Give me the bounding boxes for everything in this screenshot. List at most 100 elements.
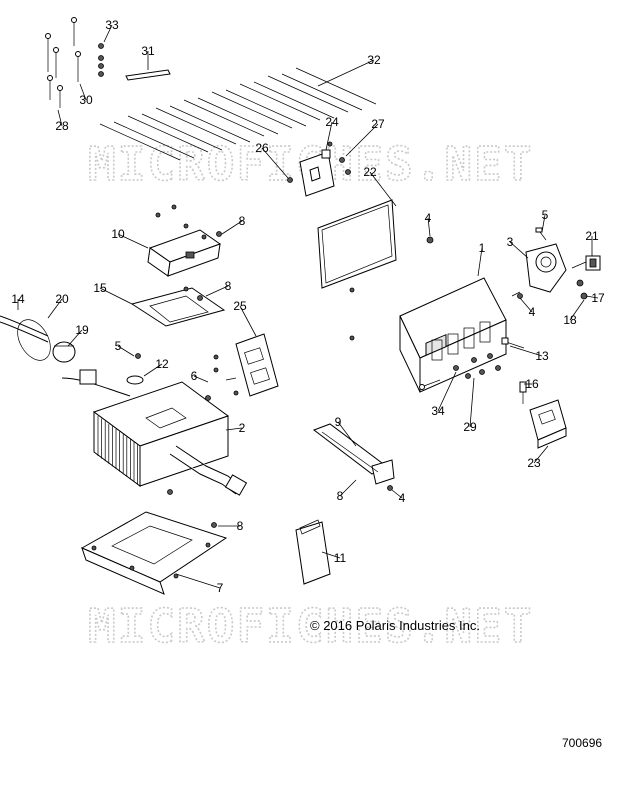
- nut-set-icon: [98, 43, 104, 77]
- callout-label: 15: [93, 281, 107, 295]
- leader-line: [585, 295, 599, 299]
- watermark-bottom: MICROFICHES.NET: [88, 599, 533, 653]
- callout-label: 17: [591, 291, 605, 305]
- harness-15-icon: [0, 315, 76, 363]
- module-11-icon: [147, 204, 222, 277]
- callout-label: 21: [585, 229, 599, 243]
- leader-line: [67, 329, 83, 347]
- callout-label: 4: [529, 305, 536, 319]
- base-plate-icon: [80, 511, 228, 595]
- leader-line: [57, 109, 63, 127]
- leader-line: [321, 551, 341, 559]
- hardware-14-30-35-icon: [419, 337, 525, 390]
- cover-12-icon: [295, 519, 331, 585]
- leader-line: [569, 299, 585, 321]
- leader-line: [221, 220, 243, 235]
- leader-line: [469, 377, 475, 428]
- leader-line: [205, 285, 229, 297]
- callout-label: 33: [105, 18, 119, 32]
- callout-label: 1: [479, 241, 486, 255]
- grommet-13-icon: [126, 375, 144, 385]
- callout-label: 34: [431, 404, 445, 418]
- mounting-bracket-icon: [287, 141, 351, 197]
- callout-label: 6: [191, 369, 198, 383]
- callout-label: 4: [399, 491, 406, 505]
- leader-line: [427, 217, 431, 237]
- leader-line: [325, 121, 333, 151]
- leader-line: [509, 345, 543, 357]
- leader-line: [261, 147, 289, 179]
- callout-label: 19: [75, 323, 89, 337]
- controller-module-icon: [399, 277, 507, 393]
- callout-label: 8: [225, 279, 232, 293]
- callout-label: 14: [11, 292, 25, 306]
- copyright-text: © 2016 Polaris Industries Inc.: [310, 618, 480, 633]
- leader-line: [239, 305, 257, 337]
- leader-line: [175, 573, 221, 589]
- leader-line: [345, 123, 379, 157]
- callout-label: 31: [141, 44, 155, 58]
- leader-line: [337, 421, 357, 447]
- cable-ties-icon: [99, 67, 377, 161]
- connector-22-icon: [571, 255, 601, 271]
- callout-label: 32: [367, 53, 381, 67]
- leader-line: [143, 363, 163, 377]
- leader-line: [437, 371, 457, 412]
- tie-bar-icon: [125, 69, 171, 81]
- screw-5-icon: [135, 353, 141, 359]
- leader-line: [477, 247, 483, 277]
- callout-label: 8: [337, 489, 344, 503]
- fitting-17-icon: [519, 381, 527, 404]
- bolt-set-icon: [45, 17, 81, 108]
- nuts-18-19-icon: [576, 279, 588, 300]
- callout-label: 5: [542, 208, 549, 222]
- callout-label: 18: [563, 313, 577, 327]
- callout-label: 9: [335, 415, 342, 429]
- callout-label: 5: [115, 339, 122, 353]
- bracket-arm-icon: [312, 423, 395, 491]
- cover-plate-icon: [317, 199, 397, 289]
- washer-icon-2: [349, 335, 355, 341]
- fuse-block-icon: [529, 399, 567, 449]
- callout-label: 8: [239, 214, 246, 228]
- small-screw-icon: [535, 227, 547, 241]
- leader-line: [509, 241, 529, 259]
- callout-label: 13: [535, 349, 549, 363]
- callout-label: 16: [525, 377, 539, 391]
- callout-label: 12: [155, 357, 169, 371]
- callout-label: 26: [255, 141, 269, 155]
- callout-label: 25: [233, 299, 247, 313]
- diagram-code: 700696: [562, 736, 602, 750]
- callout-label: 4: [425, 211, 432, 225]
- callout-label: 27: [371, 117, 385, 131]
- callout-label: 23: [527, 456, 541, 470]
- callout-label: 3: [507, 235, 514, 249]
- screw-icon: [426, 236, 434, 244]
- leader-line: [391, 489, 403, 499]
- leader-line: [519, 297, 533, 313]
- screw-icon-2: [517, 293, 523, 299]
- callout-label: 30: [79, 93, 93, 107]
- washer-icon: [349, 287, 355, 293]
- charger-unit-icon: [61, 369, 248, 496]
- callout-label: 22: [363, 165, 377, 179]
- callout-label: 11: [334, 551, 347, 565]
- leader-line: [117, 233, 149, 249]
- leader-line: [541, 214, 546, 233]
- connector-housing-icon: [213, 333, 279, 397]
- callout-label: 10: [111, 227, 125, 241]
- callout-label: 8: [237, 519, 244, 533]
- leader-line: [339, 479, 357, 497]
- leader-line: [369, 171, 397, 207]
- leader-line: [117, 345, 135, 357]
- leader-line: [193, 375, 209, 383]
- leader-line: [225, 427, 243, 431]
- leader-line: [47, 298, 63, 319]
- callout-label: 2: [239, 421, 246, 435]
- leader-line: [103, 24, 113, 43]
- callout-label: 20: [55, 292, 69, 306]
- callout-group: 1234445567888891011121314151617181920212…: [11, 18, 605, 595]
- leader-line: [99, 287, 133, 305]
- leader-line: [533, 445, 549, 464]
